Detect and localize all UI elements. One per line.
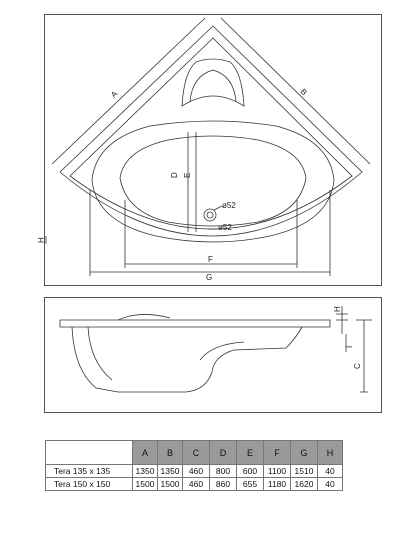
cell-c: 460 xyxy=(182,477,210,491)
tub-outer-rim xyxy=(59,25,363,237)
headrest xyxy=(181,58,245,107)
label-c: C xyxy=(353,363,362,369)
label-g: G xyxy=(206,273,212,282)
row-model: Tera 150 x 150 xyxy=(45,477,133,491)
cell-b: 1350 xyxy=(157,464,183,478)
dim-line-c xyxy=(356,319,372,393)
table-row: Tera 150 x 150 1500 1500 460 860 655 118… xyxy=(45,477,343,491)
label-drain-2: ø52 xyxy=(218,223,232,232)
cell-g: 1510 xyxy=(290,464,318,478)
header-b: B xyxy=(157,440,183,465)
header-a: A xyxy=(132,440,158,465)
headrest-bump xyxy=(117,314,171,321)
cell-a: 1350 xyxy=(132,464,158,478)
cell-b: 1500 xyxy=(157,477,183,491)
label-d: D xyxy=(170,172,179,178)
header-blank xyxy=(45,440,133,465)
header-c: C xyxy=(182,440,210,465)
header-d: D xyxy=(209,440,237,465)
cell-f: 1180 xyxy=(263,477,291,491)
tub-inner-body xyxy=(87,326,113,381)
header-g: G xyxy=(290,440,318,465)
cell-e: 600 xyxy=(236,464,264,478)
label-b: B xyxy=(299,87,309,97)
cell-g: 1620 xyxy=(290,477,318,491)
header-e: E xyxy=(236,440,264,465)
label-f: F xyxy=(208,255,213,264)
tub-inner-rim xyxy=(69,37,353,230)
cell-e: 655 xyxy=(236,477,264,491)
dim-line-b xyxy=(220,17,371,165)
spec-header-row: A B C D E F G H xyxy=(45,440,343,465)
cell-h: 40 xyxy=(317,464,343,478)
cell-d: 800 xyxy=(209,464,237,478)
basin-inner xyxy=(119,135,307,227)
header-f: F xyxy=(263,440,291,465)
dim-line-a xyxy=(51,17,206,165)
dim-line-h xyxy=(336,306,348,334)
label-a: A xyxy=(109,89,120,100)
label-h-side: H xyxy=(333,306,342,312)
label-e: E xyxy=(183,173,192,178)
label-drain-1: ø52 xyxy=(222,201,236,210)
cell-c: 460 xyxy=(182,464,210,478)
row-model: Tera 135 x 135 xyxy=(45,464,133,478)
header-h: H xyxy=(317,440,343,465)
basin-outer xyxy=(91,120,335,243)
table-row: Tera 135 x 135 1350 1350 460 800 600 110… xyxy=(45,464,343,478)
cell-a: 1500 xyxy=(132,477,158,491)
label-h: H xyxy=(37,237,46,243)
label-i: I xyxy=(345,346,354,348)
spec-table: A B C D E F G H Tera 135 x 135 1350 1350… xyxy=(45,440,343,491)
rim-line xyxy=(59,319,331,328)
side-view-panel xyxy=(44,297,382,413)
drain-circle xyxy=(203,208,217,222)
cell-f: 1100 xyxy=(263,464,291,478)
tub-body xyxy=(71,326,303,393)
cell-h: 40 xyxy=(317,477,343,491)
cell-d: 860 xyxy=(209,477,237,491)
